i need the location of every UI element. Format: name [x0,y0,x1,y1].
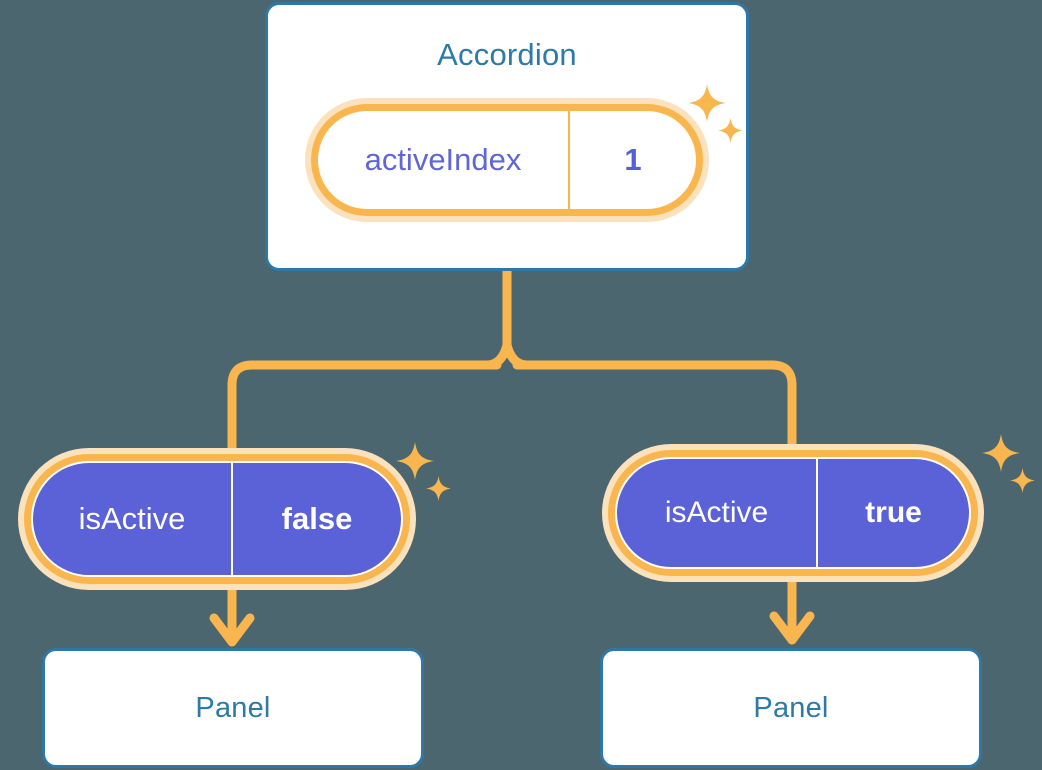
pill-body: isActive false [31,461,403,577]
arrow-down-icon-right [769,611,815,645]
pill-body: activeIndex 1 [318,111,696,209]
state-key-label: activeIndex [364,142,522,177]
sparkle-icon [426,476,451,501]
prop-pill-isactive-right[interactable]: isActive true [602,444,984,582]
prop-key-label: isActive [78,501,186,536]
panel-card-left[interactable]: Panel [42,648,424,768]
sparkle-icon [982,434,1020,472]
sparkle-group-right [978,434,1040,502]
sparkle-icon [1010,468,1035,493]
arrow-down-icon-left [209,613,255,647]
connector-branch-left [227,360,502,457]
pill-body: isActive true [615,457,971,569]
sparkle-icon [396,442,434,480]
accordion-title: Accordion [437,37,577,72]
prop-value-label: false [231,463,401,575]
prop-pill-isactive-left[interactable]: isActive false [18,448,416,590]
panel-title: Panel [195,691,271,724]
connector-junction [482,343,532,370]
panel-card-right[interactable]: Panel [600,648,982,768]
prop-key-label: isActive [664,496,769,529]
panel-title: Panel [753,691,829,724]
prop-value-label: true [816,459,969,567]
state-pill-activeindex[interactable]: activeIndex 1 [305,98,709,222]
connector-branch-right [512,360,797,453]
state-value-label: 1 [568,111,696,209]
